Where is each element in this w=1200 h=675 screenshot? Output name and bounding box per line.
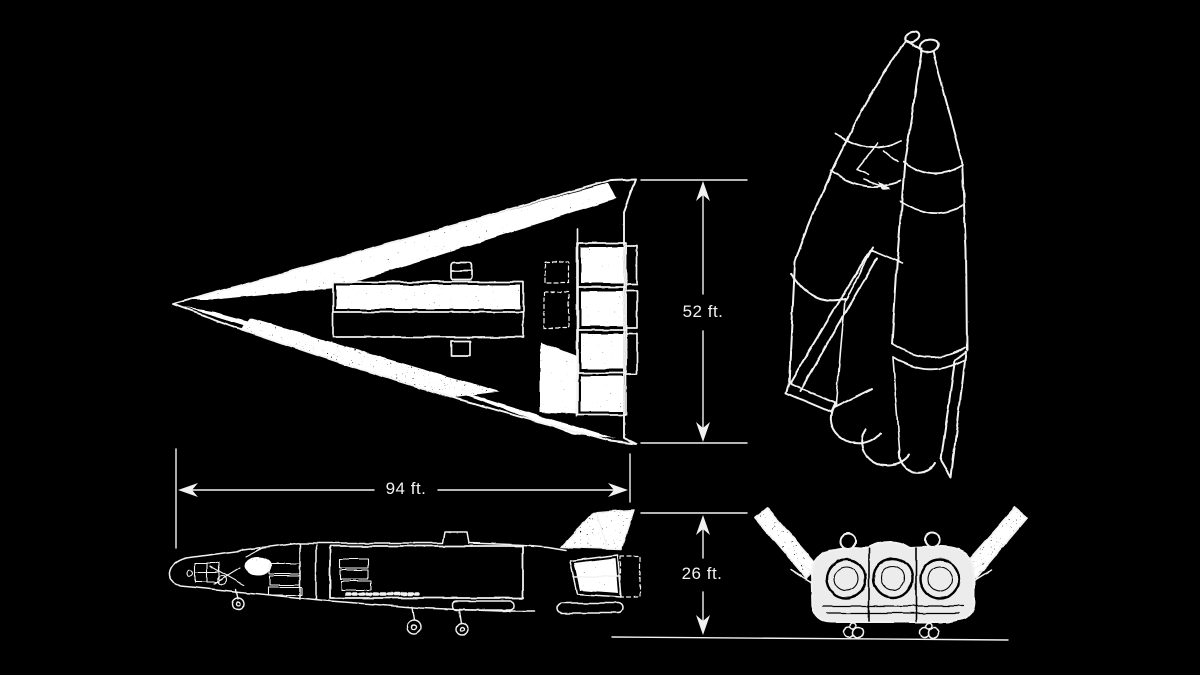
side-body-flap (451, 600, 515, 611)
perspective-left-booster-bottom (790, 272, 846, 302)
dimension-annotations (175, 179, 1009, 641)
dim-94-extension-lines (175, 448, 631, 549)
dimension-label-52ft: 52 ft. (682, 302, 724, 321)
dimension-52ft (640, 179, 748, 444)
rear-left-fin-shading (755, 508, 818, 578)
side-payload-bay (329, 545, 524, 599)
dim-52-extension-lines (640, 179, 748, 444)
plan-view-drawing (172, 178, 638, 445)
perspective-right-booster-right-edge (932, 50, 968, 351)
dimension-label-26ft: 26 ft. (681, 564, 723, 583)
side-aft-flap (556, 602, 624, 614)
rear-view-drawing (754, 507, 1028, 639)
perspective-left-booster-edge (788, 40, 907, 385)
perspective-right-booster-left-edge (891, 48, 923, 345)
perspective-strut-arrowhead (879, 181, 891, 190)
rear-wing-lines (790, 560, 992, 588)
plan-engine-cluster (543, 228, 638, 417)
perspective-left-booster-band (830, 133, 902, 188)
plan-payload-bay-shading (336, 285, 520, 309)
perspective-right-booster-band (899, 161, 965, 214)
side-tail-fin-shading (561, 510, 634, 549)
plan-bottom-hatch (450, 340, 471, 357)
side-fuselage-top (185, 531, 567, 559)
rear-fuselage-body (811, 541, 975, 623)
rear-right-pod (923, 531, 941, 549)
perspective-wing-root-line (832, 388, 873, 409)
rear-left-pod (839, 532, 857, 550)
perspective-right-booster-ring (891, 343, 966, 371)
perspective-left-nose-tip (903, 30, 921, 44)
plan-inner-wing-shading (240, 318, 500, 398)
side-nozzle-extension (619, 555, 641, 598)
perspective-engine-scallops (829, 403, 936, 474)
perspective-attach-struts (856, 142, 898, 189)
ground-line (611, 636, 1009, 641)
perspective-right-fin (940, 351, 967, 478)
side-landing-gear (231, 588, 469, 636)
perspective-nose-saddle (906, 40, 921, 50)
dimension-26ft (611, 512, 1009, 641)
plan-nose-mark (247, 308, 265, 316)
rear-engine-nozzles (822, 547, 964, 622)
dimension-label-94ft: 94 ft. (385, 479, 427, 498)
side-cockpit-detail (186, 547, 420, 596)
side-fuselage-bottom (168, 557, 535, 612)
side-tail-fin (560, 509, 635, 550)
side-engine-bell-shading (574, 558, 618, 593)
perspective-wing-leading-edges (789, 246, 878, 392)
side-view-drawing (168, 509, 641, 636)
rear-landing-gear (843, 621, 940, 639)
rear-right-fin-shading (964, 508, 1027, 578)
perspective-view-drawing (785, 30, 968, 478)
perspective-left-fin (785, 382, 836, 413)
plan-engine-wedge-shading (540, 342, 577, 414)
plan-planform-outline (172, 178, 637, 445)
dimension-94ft (175, 448, 631, 549)
perspective-body-lines (835, 249, 903, 450)
